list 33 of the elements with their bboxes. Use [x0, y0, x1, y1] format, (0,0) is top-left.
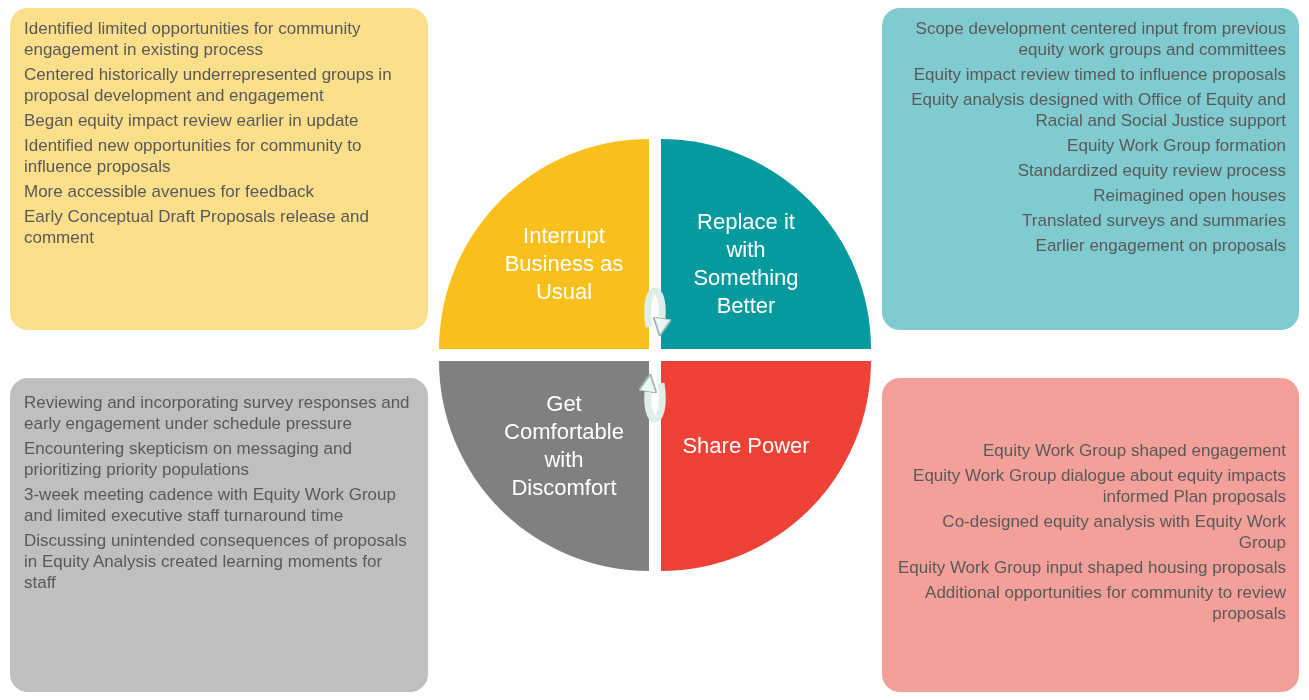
bullet-text: Additional opportunities for community to review proposals [924, 582, 1286, 624]
bullet-text: Translated surveys and summaries [1021, 210, 1286, 231]
bullet-text: Equity analysis designed with Office of Equity and Racial and Social Justice support [910, 89, 1286, 131]
bullet-text: Encountering skepticism on messaging and prioritizing priority populations [24, 438, 353, 480]
text-panel [10, 378, 428, 692]
curved-arrow [644, 287, 672, 337]
text-panel [882, 8, 1299, 330]
bullet-text: Equity Work Group input shaped housing proposals [896, 557, 1286, 578]
bullet-text: Began equity impact review earlier in update [24, 110, 360, 131]
bullet-text: Equity Work Group formation [1066, 135, 1286, 156]
bullet-text: Equity Work Group dialogue about equity impacts informed Plan proposals [912, 465, 1286, 507]
bullet-text: More accessible avenues for feedback [24, 181, 316, 202]
bullet-text: Equity Work Group shaped engagement [981, 440, 1286, 461]
curved-arrow [638, 373, 666, 423]
bullet-text: Reviewing and incorporating survey responses and early engagement under schedule pressure [24, 392, 411, 434]
text-panel [10, 8, 428, 330]
bullet-text: Reimagined open houses [1092, 185, 1286, 206]
bullet-text: Scope development centered input from previous equity work groups and committees [914, 18, 1286, 60]
bullet-text: Early Conceptual Draft Proposals release and comment [24, 206, 370, 248]
quadrant-title: Replace it with Something Better [692, 208, 800, 320]
quadrant-title: Get Comfortable with Discomfort [503, 390, 625, 502]
bullet-text: Equity impact review timed to influence proposals [912, 64, 1286, 85]
bullet-text: Centered historically underrepresented groups in proposal development and engagement [24, 64, 393, 106]
bullet-text: Standardized equity review process [1016, 160, 1286, 181]
text-panel [882, 378, 1299, 692]
bullet-text: Co-designed equity analysis with Equity Work Group [941, 511, 1286, 553]
quadrant-title: Share Power [681, 432, 811, 460]
quadrant-title: Interrupt Business as Usual [503, 222, 625, 306]
bullet-text: 3-week meeting cadence with Equity Work Group and limited executive staff turnaround time [24, 484, 397, 526]
bullet-text: Identified new opportunities for community to influence proposals [24, 135, 363, 177]
bullet-text: Discussing unintended consequences of proposals in Equity Analysis created learning moments for staff [24, 530, 408, 593]
bullet-text: Earlier engagement on proposals [1034, 235, 1286, 256]
bullet-text: Identified limited opportunities for community engagement in existing process [24, 18, 362, 60]
